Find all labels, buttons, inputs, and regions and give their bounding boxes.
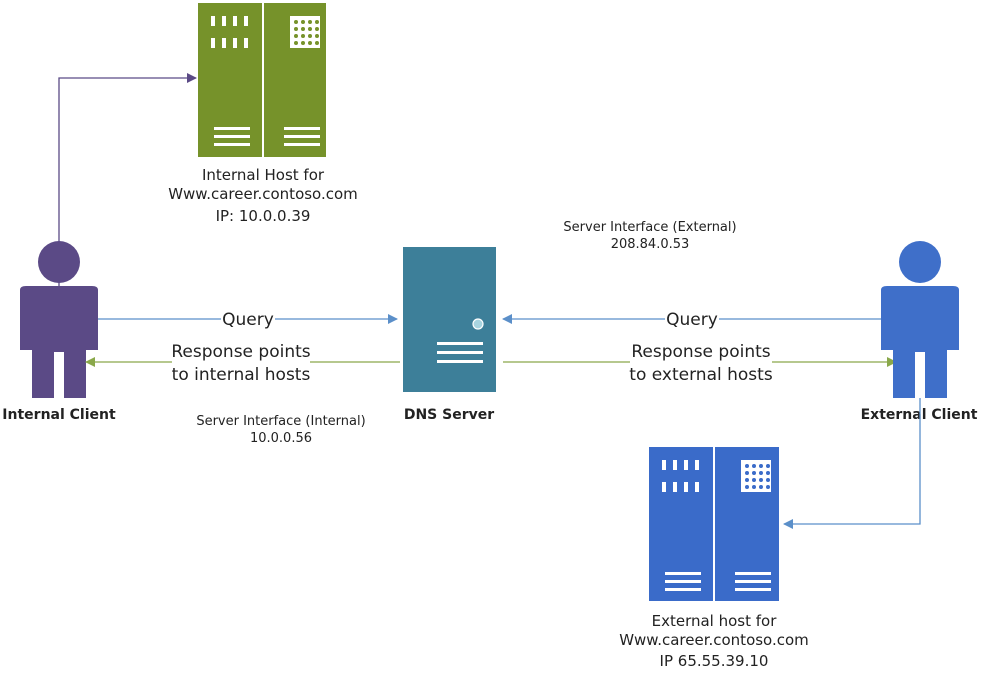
internal-response-label-line2: to internal hosts — [172, 365, 311, 385]
internal-host-label-line2: Www.career.contoso.com — [168, 185, 358, 203]
external-client-label: External Client — [861, 407, 978, 423]
internal-interface-label-line2: 10.0.0.56 — [250, 431, 312, 446]
external-query-label-bg — [665, 308, 719, 330]
external-host-label-line3: IP 65.55.39.10 — [660, 652, 769, 670]
external-interface-label-line2: 208.84.0.53 — [611, 237, 690, 252]
external-client-to-host-link — [783, 398, 921, 529]
internal-client-label: Internal Client — [2, 407, 116, 423]
internal-host-label-line3: IP: 10.0.0.39 — [216, 207, 311, 225]
external-host-server-icon — [649, 447, 779, 601]
external-response-label-bg — [630, 340, 772, 384]
external-host-label-line1: External host for — [652, 612, 778, 630]
internal-query-label: Query — [222, 310, 274, 330]
external-query-label: Query — [666, 310, 718, 330]
internal-response-label-bg — [172, 340, 310, 384]
internal-interface-label-line1: Server Interface (Internal) — [196, 414, 365, 429]
external-response-label-line2: to external hosts — [629, 365, 773, 385]
internal-host-label-line1: Internal Host for — [202, 166, 325, 184]
dns-server-icon — [403, 247, 496, 392]
external-response-label-line1: Response points — [631, 342, 770, 362]
internal-response-label-line1: Response points — [171, 342, 310, 362]
external-interface-label-line1: Server Interface (External) — [563, 220, 736, 235]
external-host-label-line2: Www.career.contoso.com — [619, 631, 809, 649]
dns-server-label: DNS Server — [404, 407, 494, 423]
external-client-person-icon — [881, 241, 959, 398]
internal-client-person-icon — [20, 241, 98, 398]
internal-query-label-bg — [221, 308, 275, 330]
internal-host-server-icon — [198, 3, 326, 157]
internal-client-to-host-link — [58, 73, 197, 318]
